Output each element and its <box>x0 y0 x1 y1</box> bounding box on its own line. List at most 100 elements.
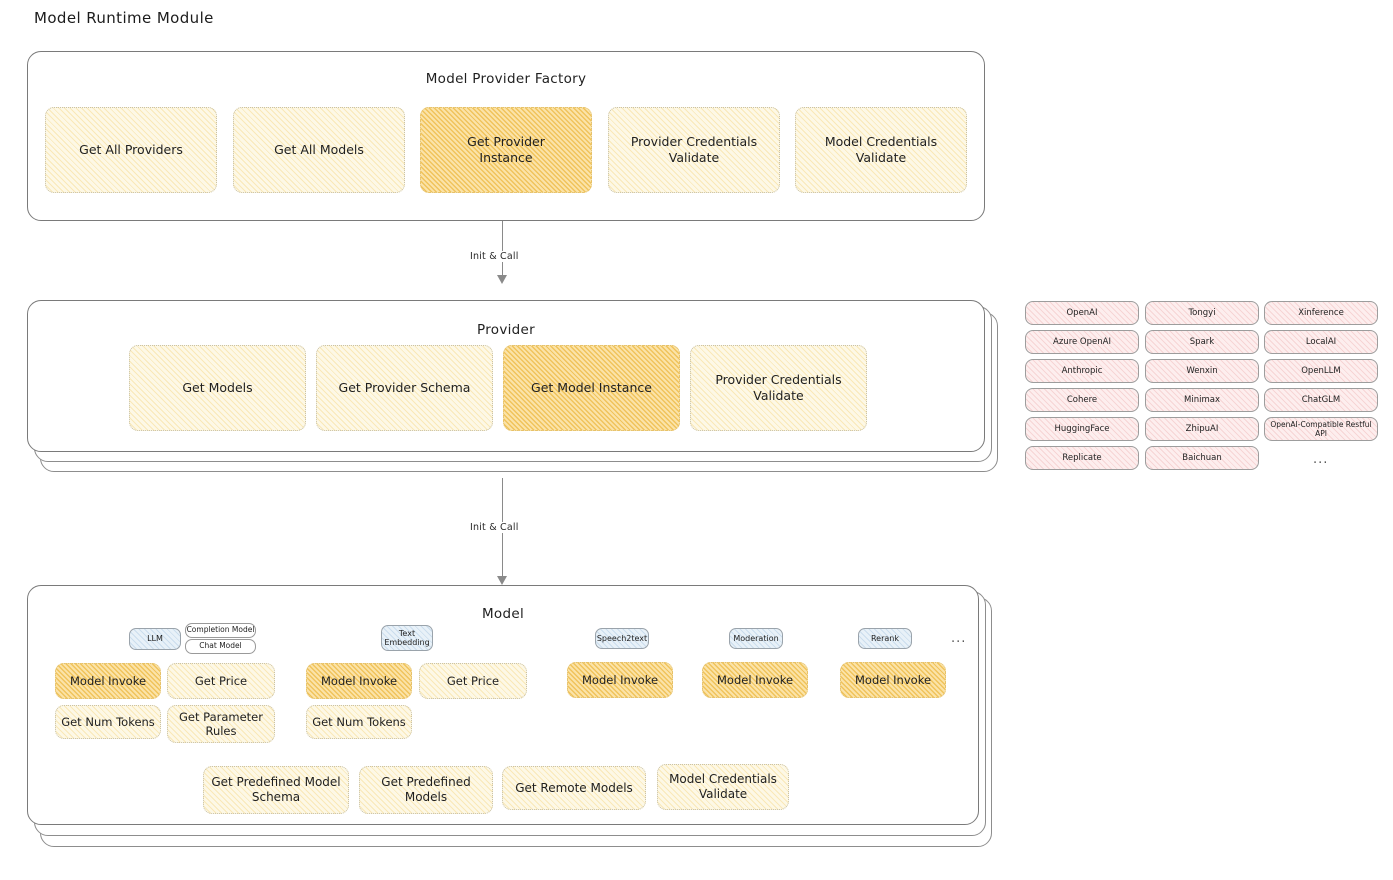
model-common-method-get-remote-models[interactable]: Get Remote Models <box>502 766 646 810</box>
provider-method-label: Get Provider Schema <box>338 380 471 396</box>
provider-chip-wenxin[interactable]: Wenxin <box>1145 359 1259 383</box>
provider-chip-label: Azure OpenAI <box>1053 337 1111 347</box>
model-type-badge-speech2text[interactable]: Speech2text <box>595 628 649 649</box>
model-method-llm-get-num-tokens[interactable]: Get Num Tokens <box>55 705 161 739</box>
model-subtype-badge-chat-model[interactable]: Chat Model <box>185 639 256 654</box>
model-method-label: Get Num Tokens <box>312 714 406 729</box>
provider-method-label: Get Models <box>182 380 253 396</box>
model-subtype-badge-completion-model[interactable]: Completion Model <box>185 623 256 638</box>
model-method-rerank-model-invoke[interactable]: Model Invoke <box>840 662 946 698</box>
model-method-label: Model Invoke <box>581 672 659 687</box>
factory-method-get-all-models[interactable]: Get All Models <box>233 107 405 193</box>
model-subtype-label: Completion Model <box>186 625 255 635</box>
model-type-label: Speech2text <box>596 633 648 643</box>
model-method-label: Model Invoke <box>69 673 147 688</box>
provider-chip-label: OpenLLM <box>1301 366 1341 376</box>
arrow-provider-to-model-head <box>497 576 507 585</box>
factory-method-label: Get All Providers <box>79 142 183 158</box>
model-method-llm-model-invoke[interactable]: Model Invoke <box>55 663 161 699</box>
page-title: Model Runtime Module <box>34 9 214 27</box>
provider-chip-label: ZhipuAI <box>1185 424 1219 434</box>
provider-chip-label: Xinference <box>1298 308 1344 318</box>
provider-chip-baichuan[interactable]: Baichuan <box>1145 446 1259 470</box>
provider-chip-azure-openai[interactable]: Azure OpenAI <box>1025 330 1139 354</box>
provider-chip-label: OpenAI-Compatible Restful API <box>1270 420 1372 438</box>
model-method-label: Model Invoke <box>716 672 794 687</box>
model-subtype-label: Chat Model <box>199 641 242 651</box>
provider-chip-anthropic[interactable]: Anthropic <box>1025 359 1139 383</box>
provider-chip-label: Cohere <box>1066 395 1098 405</box>
model-method-text-embedding-get-price[interactable]: Get Price <box>419 663 527 699</box>
provider-chip-xinference[interactable]: Xinference <box>1264 301 1378 325</box>
provider-chip-zhipuai[interactable]: ZhipuAI <box>1145 417 1259 441</box>
provider-method-get-provider-schema[interactable]: Get Provider Schema <box>316 345 493 431</box>
provider-method-get-model-instance[interactable]: Get Model Instance <box>503 345 680 431</box>
factory-method-get-all-providers[interactable]: Get All Providers <box>45 107 217 193</box>
provider-method-label: Get Model Instance <box>531 380 652 396</box>
model-type-badge-moderation[interactable]: Moderation <box>729 628 783 649</box>
model-type-badge-llm[interactable]: LLM <box>129 628 181 650</box>
provider-chip-spark[interactable]: Spark <box>1145 330 1259 354</box>
provider-chip-cohere[interactable]: Cohere <box>1025 388 1139 412</box>
model-method-label: Model Invoke <box>854 672 932 687</box>
provider-chip-label: ChatGLM <box>1301 395 1341 405</box>
model-method-label: Model Invoke <box>320 673 398 688</box>
provider-chip-replicate[interactable]: Replicate <box>1025 446 1139 470</box>
provider-chip-openllm[interactable]: OpenLLM <box>1264 359 1378 383</box>
provider-chip-openai-compatible-restful-api[interactable]: OpenAI-Compatible Restful API <box>1264 417 1378 441</box>
factory-method-label: Get All Models <box>274 142 364 158</box>
arrow-factory-to-provider-head <box>497 275 507 284</box>
model-types-ellipsis: ... <box>951 631 967 646</box>
provider-chip-label: Minimax <box>1184 395 1220 405</box>
model-method-speech2text-model-invoke[interactable]: Model Invoke <box>567 662 673 698</box>
arrow-factory-to-provider-line <box>502 221 504 279</box>
provider-method-get-models[interactable]: Get Models <box>129 345 306 431</box>
arrow-factory-to-provider-label: Init & Call <box>466 251 523 262</box>
provider-chip-minimax[interactable]: Minimax <box>1145 388 1259 412</box>
model-type-badge-rerank[interactable]: Rerank <box>858 628 912 649</box>
model-method-text-embedding-get-num-tokens[interactable]: Get Num Tokens <box>306 705 412 739</box>
provider-chip-label: Tongyi <box>1188 308 1216 318</box>
model-method-label: Get Num Tokens <box>61 714 155 729</box>
provider-title: Provider <box>477 322 535 338</box>
provider-chip-tongyi[interactable]: Tongyi <box>1145 301 1259 325</box>
provider-chip-label: HuggingFace <box>1054 424 1110 434</box>
model-method-text-embedding-model-invoke[interactable]: Model Invoke <box>306 663 412 699</box>
provider-chip-localai[interactable]: LocalAI <box>1264 330 1378 354</box>
model-title: Model <box>481 606 525 622</box>
provider-chip-label: Anthropic <box>1061 366 1103 376</box>
model-method-moderation-model-invoke[interactable]: Model Invoke <box>702 662 808 698</box>
model-method-label: Get Price <box>194 673 248 688</box>
model-type-label: LLM <box>147 634 163 644</box>
provider-chip-label: Baichuan <box>1182 453 1222 463</box>
provider-chip-label: Replicate <box>1062 453 1102 463</box>
provider-list-ellipsis: ... <box>1313 452 1329 467</box>
provider-chip-chatglm[interactable]: ChatGLM <box>1264 388 1378 412</box>
provider-chip-label: LocalAI <box>1305 337 1337 347</box>
provider-chip-openai[interactable]: OpenAI <box>1025 301 1139 325</box>
arrow-provider-to-model-label: Init & Call <box>466 522 523 533</box>
provider-chip-label: Spark <box>1189 337 1215 347</box>
model-type-label: Moderation <box>733 633 779 643</box>
model-method-llm-get-price[interactable]: Get Price <box>167 663 275 699</box>
model-common-method-label: Get Remote Models <box>515 780 633 795</box>
provider-chip-huggingface[interactable]: HuggingFace <box>1025 417 1139 441</box>
